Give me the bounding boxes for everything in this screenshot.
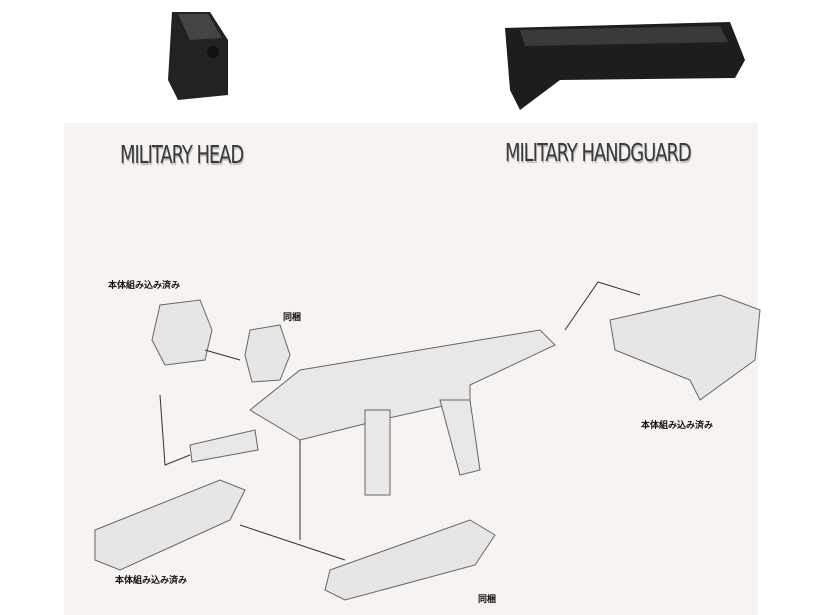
handguard-parts-drawing [94, 479, 496, 601]
military-handguard-photo [505, 22, 745, 110]
head-installed-label: 本体組み込み済み [108, 280, 181, 290]
stock-installed-label: 本体組み込み済み [641, 420, 714, 430]
leader-lines [159, 281, 641, 561]
military-head-title: MILITARY HEAD [120, 140, 244, 169]
handguard-included-label: 同梱 [478, 594, 497, 604]
handguard-installed-label: 本体組み込み済み [115, 575, 188, 585]
head-included-label: 同梱 [283, 312, 302, 322]
head-parts-drawing [151, 299, 291, 383]
stock-drawing [609, 294, 761, 401]
military-head-photo [168, 12, 228, 100]
rifle-drawing [189, 329, 556, 496]
military-handguard-title: MILITARY HANDGUARD [505, 138, 692, 167]
